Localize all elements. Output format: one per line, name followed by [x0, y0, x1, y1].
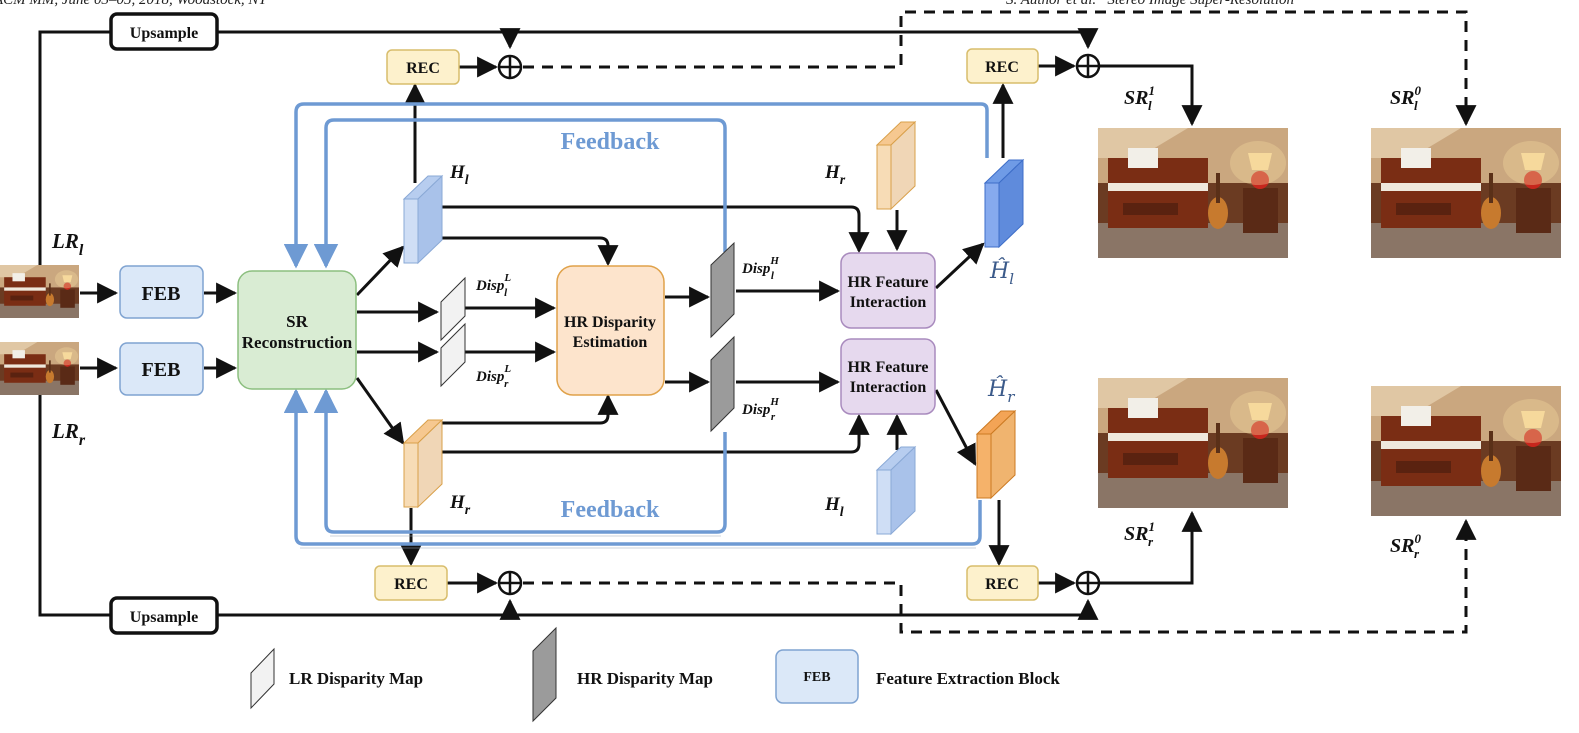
feedback-label-bottom: Feedback — [561, 497, 660, 523]
svg-text:Upsample: Upsample — [130, 609, 198, 626]
svg-text:LR Disparity Map: LR Disparity Map — [289, 669, 423, 688]
svg-text:Interaction: Interaction — [850, 294, 927, 311]
svg-text:FEB: FEB — [142, 359, 181, 381]
legend-hr-disparity: HR Disparity Map — [532, 626, 713, 723]
feedback-inner-bottom-loop — [313, 388, 727, 534]
output-image-sr-l-1 — [1098, 128, 1288, 258]
hr-disparity-map-r — [710, 335, 735, 433]
sum-bottom-left-node — [497, 570, 523, 596]
rec-bottom-left-block: REC — [374, 565, 448, 601]
feature-h-l-right-tensor — [875, 445, 917, 536]
upsample-bottom-block: Upsample — [109, 596, 219, 635]
svg-text:Estimation: Estimation — [573, 334, 648, 351]
lr-disparity-map-r — [440, 322, 466, 388]
svg-text:HR Feature: HR Feature — [847, 274, 928, 291]
sum-top-right-node — [1075, 53, 1101, 79]
input-image-lr-r — [0, 342, 79, 395]
hr-disparity-map-l — [710, 241, 735, 339]
label-lr-l: LRl — [51, 229, 84, 259]
feature-h-r-tensor — [402, 418, 444, 509]
lr-l-to-upsample-line — [38, 30, 111, 270]
svg-text:REC: REC — [406, 60, 440, 77]
output-image-sr-l-0 — [1371, 128, 1561, 258]
svg-text:FEB: FEB — [142, 283, 181, 305]
output-image-sr-r-0 — [1371, 386, 1561, 516]
upsample-top-to-sum-line — [217, 28, 1099, 50]
svg-text:HR Disparity Map: HR Disparity Map — [577, 669, 713, 688]
sr-reconstruction-block: SR Reconstruction — [237, 270, 357, 390]
svg-text:Upsample: Upsample — [130, 25, 198, 42]
feedback-outer-top-loop — [283, 102, 989, 269]
label-h-r-right: Hr — [824, 162, 846, 188]
svg-text:REC: REC — [985, 576, 1019, 593]
feedback-outer-bottom-loop — [283, 388, 982, 546]
feature-hat-h-r-tensor — [975, 409, 1017, 500]
svg-text:REC: REC — [985, 59, 1019, 76]
upsample-top-block: Upsample — [109, 12, 219, 51]
feature-hat-h-l-tensor — [983, 158, 1025, 249]
svg-text:FEB: FEB — [803, 670, 830, 685]
hr-feature-interaction-top-block: HR Feature Interaction — [840, 252, 936, 329]
header-left: ACM MM, June 03–05, 2018, Woodstock, NY — [0, 0, 268, 8]
upsample-bottom-to-sum-line — [217, 598, 1099, 620]
header-right: S. Author et al. · Stereo Image Super-Re… — [1006, 0, 1294, 8]
svg-text:SR: SR — [286, 312, 308, 331]
input-image-lr-l — [0, 265, 79, 318]
dashed-sr-r-0-path — [523, 518, 1477, 634]
svg-text:Feature Extraction Block: Feature Extraction Block — [876, 669, 1060, 688]
output-image-sr-r-1 — [1098, 378, 1288, 508]
feature-h-r-right-tensor — [875, 120, 917, 211]
label-h-l-right: Hl — [824, 494, 844, 520]
feedback-label-top: Feedback — [561, 129, 660, 155]
legend: LR Disparity Map HR Disparity Map FEB Fe… — [250, 626, 1060, 723]
feedback-inner-top-loop — [313, 118, 727, 269]
rec-top-right-block: REC — [966, 48, 1039, 84]
rec-bottom-right-block: REC — [966, 565, 1039, 601]
label-h-r: Hr — [449, 492, 471, 518]
lr-r-to-upsample-line — [38, 385, 111, 617]
label-hat-h-r: Ĥr — [987, 375, 1015, 406]
feature-h-l-tensor — [402, 174, 444, 265]
svg-text:REC: REC — [394, 576, 428, 593]
rec-top-left-block: REC — [386, 49, 460, 85]
sum-bottom-right-node — [1075, 570, 1101, 596]
legend-feb: FEB Feature Extraction Block — [775, 649, 1060, 704]
feb-left-block: FEB — [119, 265, 204, 319]
svg-text:Reconstruction: Reconstruction — [242, 333, 353, 352]
svg-text:HR Feature: HR Feature — [847, 359, 928, 376]
dashed-sr-l-0-path — [523, 10, 1477, 127]
svg-text:Interaction: Interaction — [850, 379, 927, 396]
svg-text:HR Disparity: HR Disparity — [564, 314, 656, 331]
label-hat-h-l: Ĥl — [989, 257, 1014, 288]
sum-top-left-node — [497, 54, 523, 80]
feb-right-block: FEB — [119, 342, 204, 396]
hr-feature-interaction-bottom-block: HR Feature Interaction — [840, 338, 936, 415]
hr-disparity-estimation-block: HR Disparity Estimation — [556, 265, 665, 396]
label-lr-r: LRr — [51, 419, 86, 449]
lr-disparity-map-l — [440, 276, 466, 342]
legend-lr-disparity: LR Disparity Map — [250, 647, 423, 710]
label-h-l: Hl — [449, 162, 469, 188]
